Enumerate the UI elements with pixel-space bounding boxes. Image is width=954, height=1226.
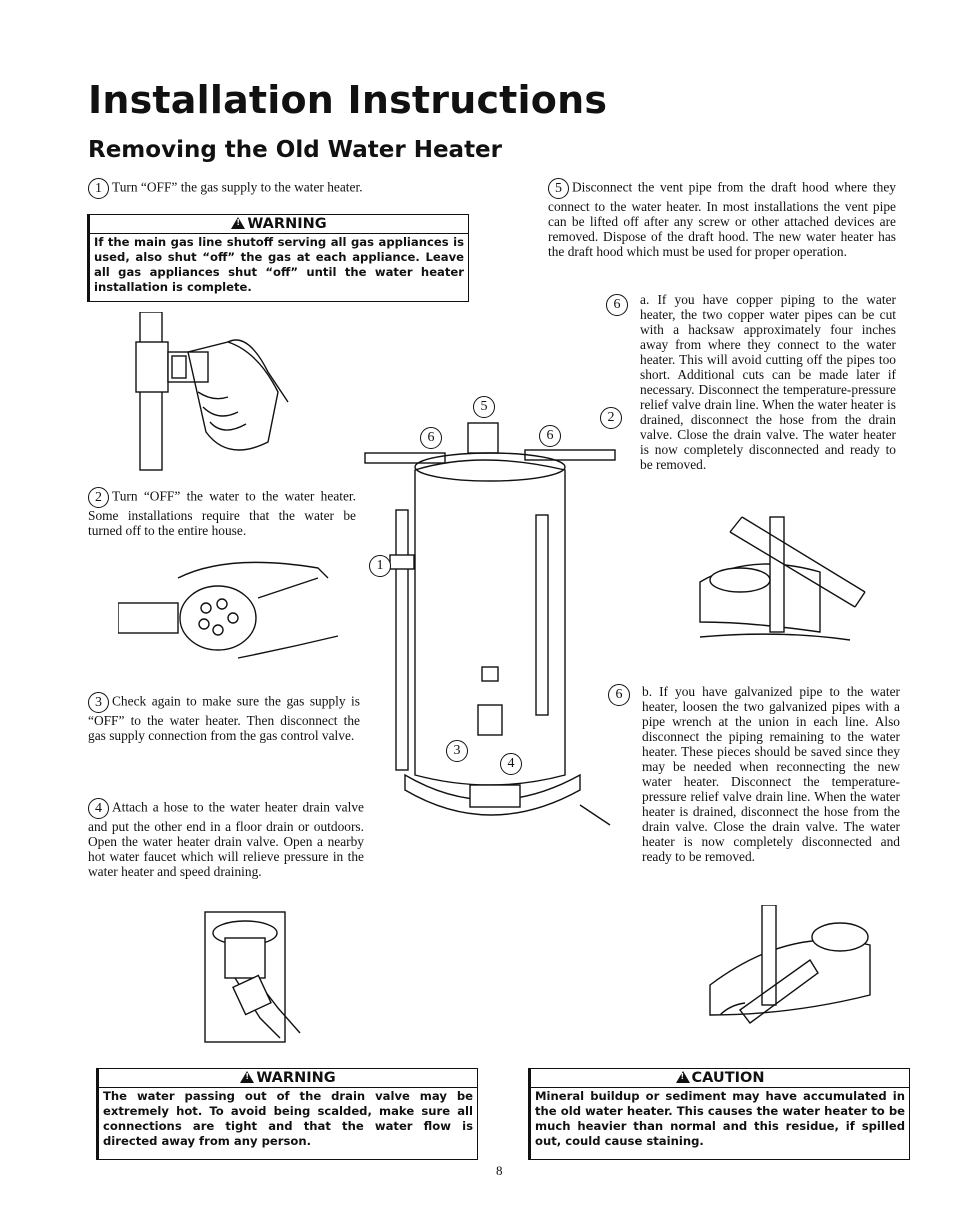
step-text: Turn “OFF” the water to the water heater… xyxy=(88,488,356,538)
water-valve-illustration xyxy=(118,561,339,659)
caution-text: Mineral buildup or sediment may have acc… xyxy=(535,1089,905,1148)
hacksaw-illustration xyxy=(699,516,866,641)
callout-2: 2 xyxy=(600,407,622,429)
callout-5: 5 xyxy=(473,396,495,418)
warning-triangle-icon xyxy=(240,1071,255,1083)
callout-1: 1 xyxy=(369,555,391,577)
warning-triangle-icon xyxy=(231,217,246,229)
step-number: 5 xyxy=(548,178,569,199)
step-6a: a. If you have copper piping to the wate… xyxy=(640,292,896,472)
water-heater-illustration xyxy=(364,422,616,826)
step-text: Disconnect the vent pipe from the draft … xyxy=(548,179,896,259)
caution-triangle-icon xyxy=(675,1071,690,1083)
caution-title: CAUTION xyxy=(531,1069,909,1088)
step-number: 3 xyxy=(88,692,109,713)
step-number: 1 xyxy=(88,178,109,199)
step-text: If you have galvanized pipe to the water… xyxy=(642,684,900,864)
step-text: Attach a hose to the water heater drain … xyxy=(88,799,364,879)
callout-6: 6 xyxy=(420,427,442,449)
warning-title: WARNING xyxy=(99,1069,477,1088)
step-6b: b. If you have galvanized pipe to the wa… xyxy=(642,684,900,864)
step-number: 2 xyxy=(88,487,109,508)
callout-3: 3 xyxy=(446,740,468,762)
step-6a-number: 6 xyxy=(606,294,628,316)
step-6b-number: 6 xyxy=(608,684,630,706)
page-number: 8 xyxy=(496,1163,503,1178)
page-title: Installation Instructions xyxy=(88,78,608,122)
gas-valve-illustration xyxy=(135,312,289,471)
step-text: Turn “OFF” the gas supply to the water h… xyxy=(112,179,363,195)
warning-text: If the main gas line shutoff serving all… xyxy=(94,235,464,294)
callout-4: 4 xyxy=(500,753,522,775)
warning-box-hot-water: WARNING The water passing out of the dra… xyxy=(96,1068,478,1160)
section-title: Removing the Old Water Heater xyxy=(88,137,502,163)
pipe-wrench-illustration xyxy=(709,905,871,1024)
step-label: b. xyxy=(642,684,653,699)
warning-text: The water passing out of the drain valve… xyxy=(103,1089,473,1148)
step-label: a. xyxy=(640,292,650,307)
step-text: If you have copper piping to the water h… xyxy=(640,292,896,472)
step-number: 4 xyxy=(88,798,109,819)
drain-hose-illustration xyxy=(204,911,301,1043)
warning-title: WARNING xyxy=(90,215,468,234)
caution-box: CAUTION Mineral buildup or sediment may … xyxy=(528,1068,910,1160)
warning-box-gas: WARNING If the main gas line shutoff ser… xyxy=(87,214,469,302)
step-text: Check again to make sure the gas supply … xyxy=(88,693,360,743)
callout-6: 6 xyxy=(539,425,561,447)
